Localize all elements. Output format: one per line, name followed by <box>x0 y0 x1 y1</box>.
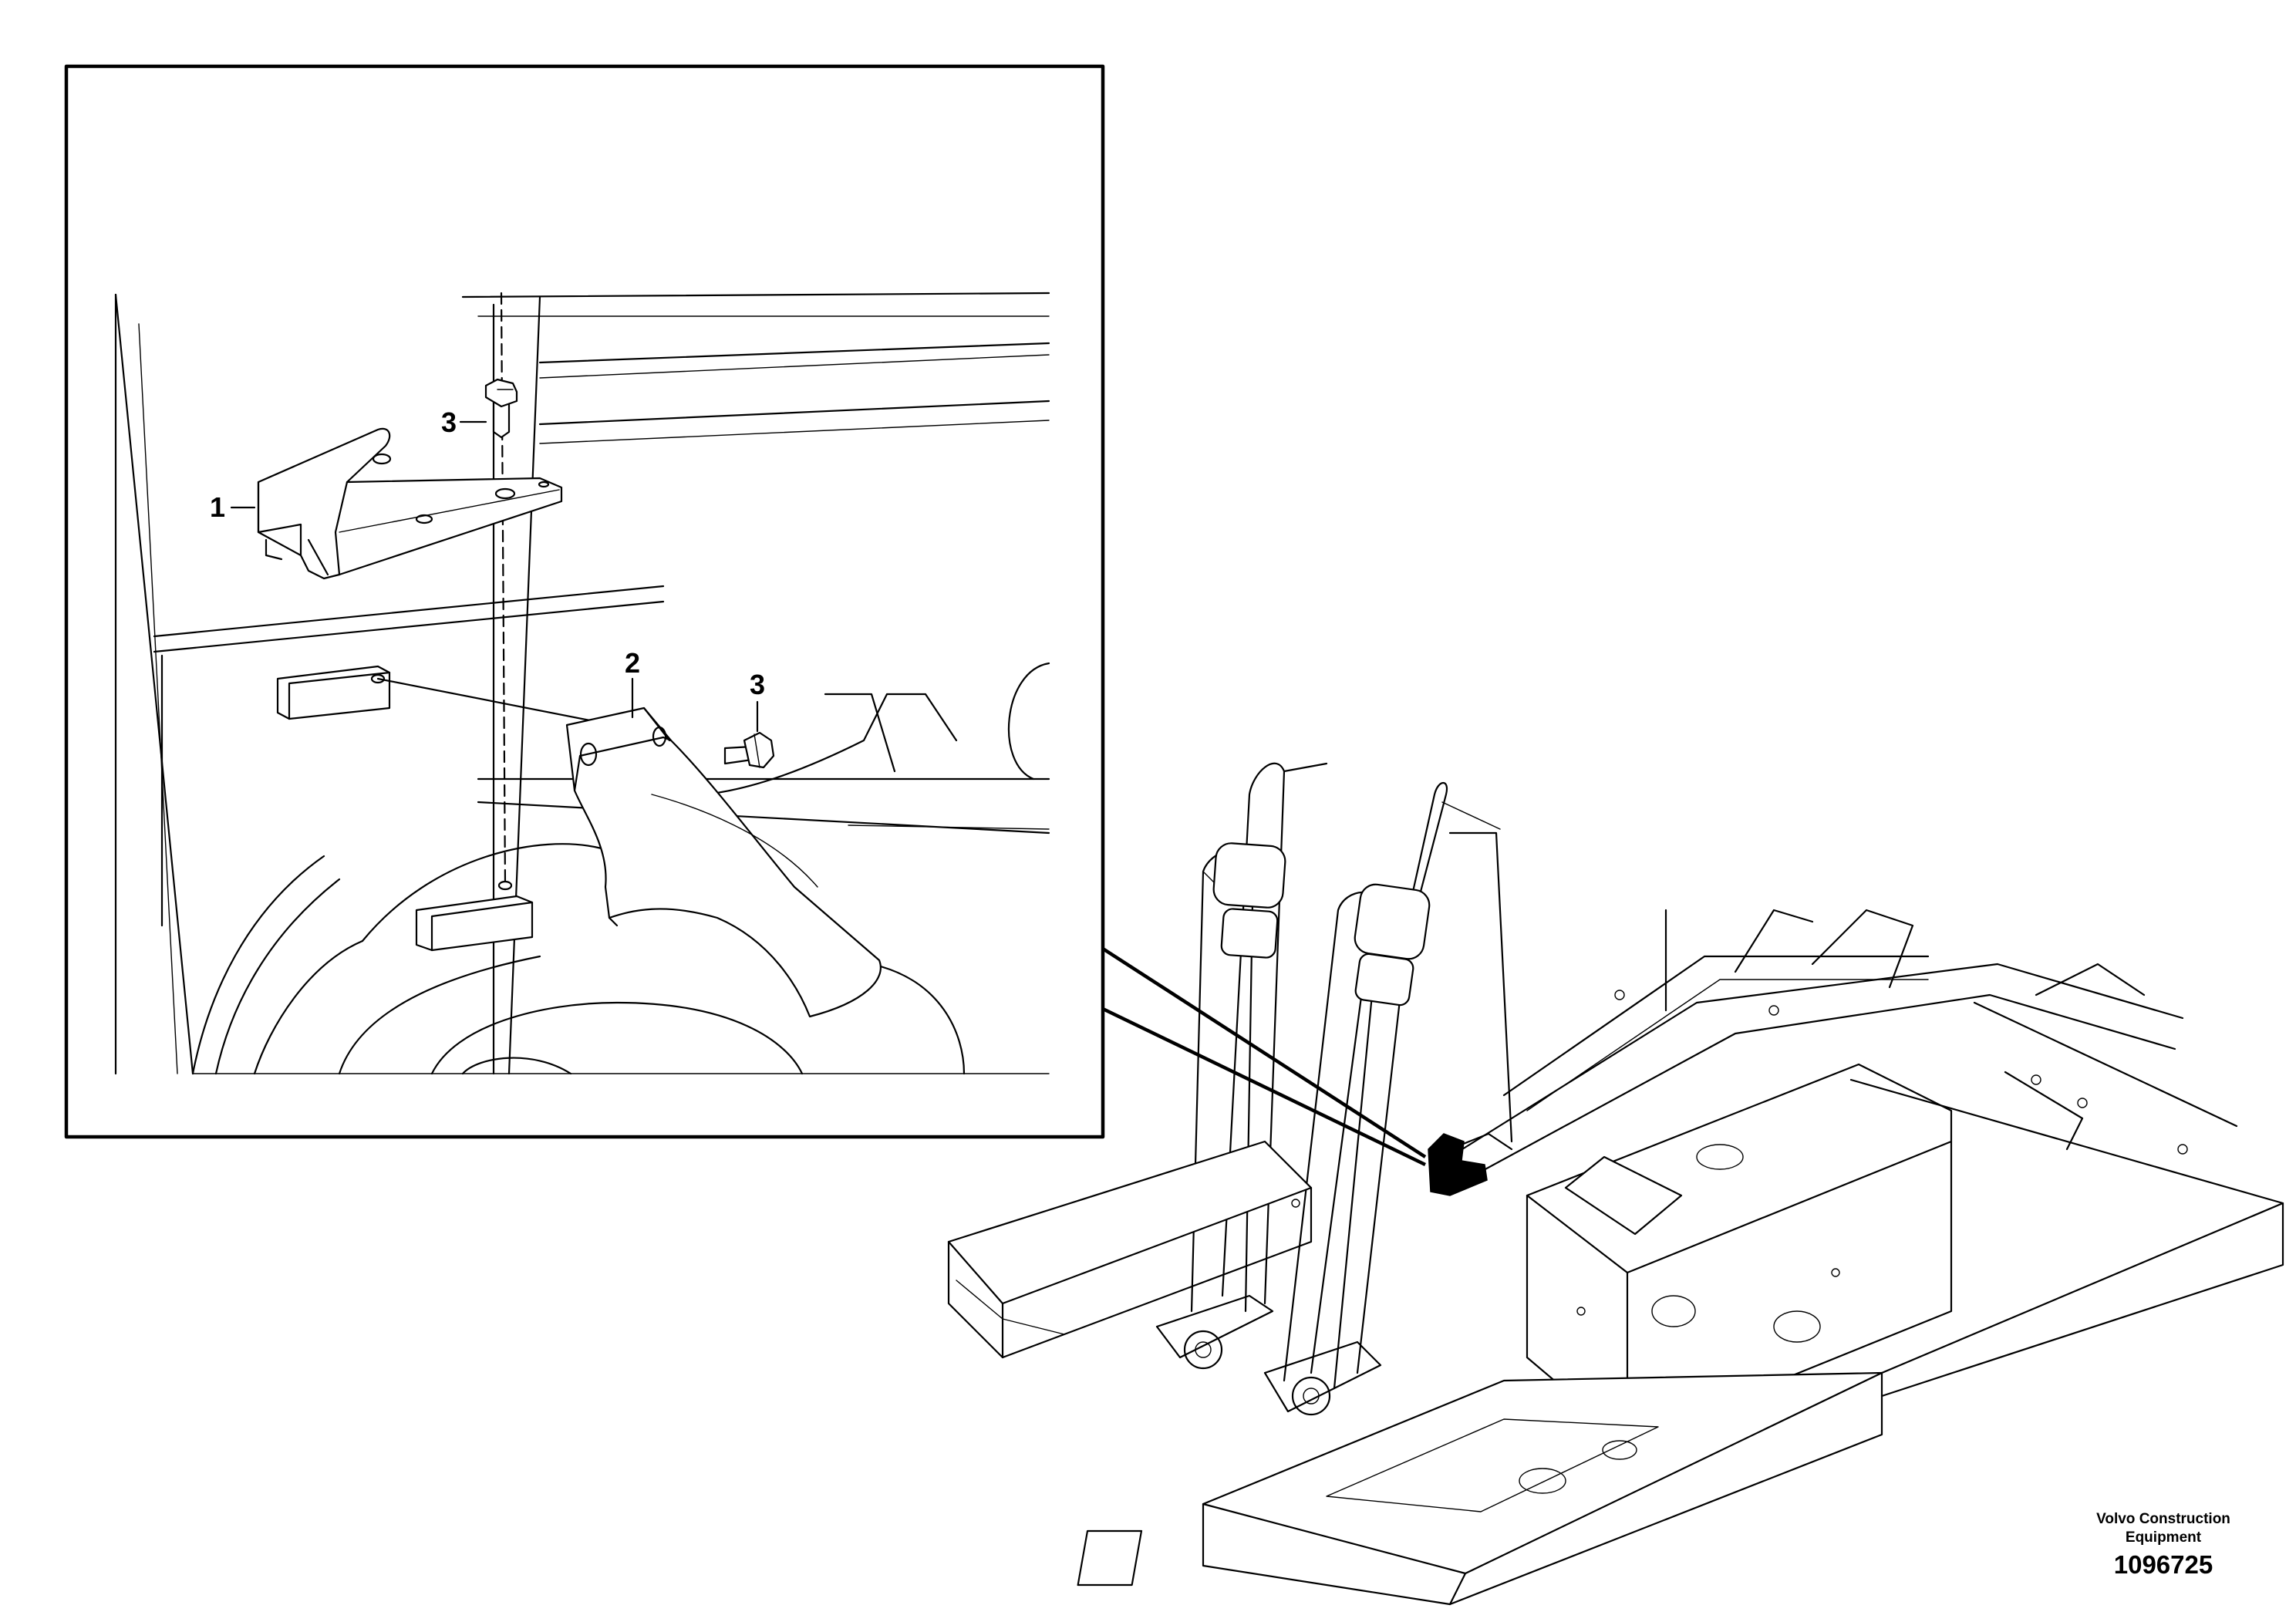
brand-label: Volvo Construction Equipment <box>2067 1510 2260 1547</box>
callout-2: 2 <box>625 647 640 679</box>
callout-3-side: 3 <box>750 669 765 700</box>
brand-line-1: Volvo Construction <box>2096 1511 2230 1527</box>
assembly-axis-top <box>500 292 507 887</box>
detail-view: 1 3 2 3 <box>64 64 1105 1139</box>
detail-frame <box>64 64 1105 1139</box>
machine-frame <box>947 762 2284 1606</box>
callout-3-top: 3 <box>441 406 457 438</box>
part-bracket <box>257 427 563 580</box>
brand-line-2: Equipment <box>2125 1529 2202 1546</box>
cab-structure <box>114 292 1050 1075</box>
part-screw-top <box>484 378 518 439</box>
part-guard <box>565 706 882 1018</box>
diagram-part-number: 1096725 <box>2113 1550 2213 1579</box>
detail-pointer <box>1101 947 1488 1196</box>
assembly-axis-side <box>376 677 595 723</box>
callout-1: 1 <box>210 491 225 523</box>
part-screw-side <box>723 731 775 769</box>
